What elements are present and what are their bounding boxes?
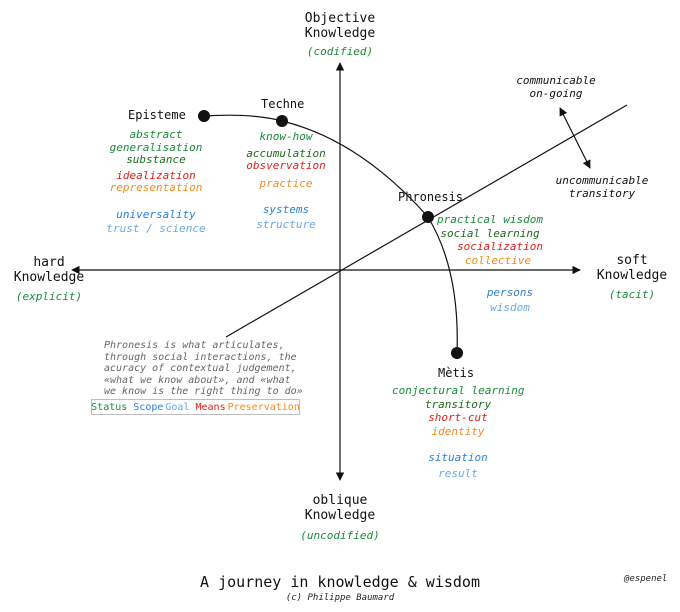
communicable-label: communicable on-going (504, 74, 608, 100)
top-axis-sub: (codified) (306, 45, 374, 58)
metis-terms: conjectural learning transitory short-cu… (392, 384, 524, 480)
metis-title: Mètis (438, 366, 475, 380)
communicable-line2: on-going (529, 87, 583, 100)
phronesis-title: Phronesis (398, 190, 464, 204)
metis-term-conjectural-learning: conjectural learning (392, 384, 525, 397)
phronesis-node (422, 211, 434, 223)
phronesis-term-socialization: socialization (456, 240, 544, 253)
metis-term-identity: identity (431, 424, 485, 438)
episteme-term-universality: universality (116, 207, 196, 221)
episteme-terms: abstract generalisation substance ideali… (100, 128, 212, 236)
legend-goal: Goal (165, 401, 190, 413)
phronesis-note: Phronesis is what articulates, through s… (104, 340, 303, 398)
note-line4: «what we know about», and «what (104, 374, 291, 386)
techne-terms: know-how accumulation obsvervation pract… (240, 130, 332, 231)
right-axis-line1: soft (616, 253, 648, 268)
episteme-term-idealization: idealization (116, 168, 196, 182)
communicability-arrow (559, 107, 591, 169)
metis-term-short-cut: short-cut (428, 411, 488, 424)
techne-term-systems: systems (262, 203, 310, 216)
phronesis-term-persons: persons (486, 286, 534, 299)
color-legend: Status Scope Goal Means Preservation (91, 399, 300, 415)
diagram-credit: (c) Philippe Baumard (285, 593, 395, 603)
techne-term-know-how: know-how (259, 130, 313, 143)
left-axis-line2: Knowledge (13, 270, 85, 285)
left-axis-sub: (explicit) (15, 290, 83, 303)
note-line1: Phronesis is what articulates, (104, 340, 285, 351)
techne-term-practice: practice (259, 176, 313, 190)
right-axis-line2: Knowledge (596, 268, 668, 283)
phronesis-terms: practical wisdom social learning sociali… (436, 213, 544, 267)
bottom-axis-label: oblique Knowledge (uncodified) (290, 493, 390, 543)
top-axis-line2: Knowledge (304, 26, 376, 41)
phronesis-terms-lower: persons wisdom (470, 285, 550, 315)
techne-term-observation: obsvervation (246, 159, 326, 172)
left-axis-line1: hard (33, 255, 65, 270)
bottom-axis-sub: (uncodified) (300, 529, 380, 542)
bottom-axis-line1: oblique (312, 493, 368, 508)
legend-scope: Scope (133, 401, 164, 413)
episteme-term-substance: substance (126, 153, 186, 166)
uncommunicable-line1: uncommunicable (555, 174, 649, 187)
top-axis-line1: Objective (304, 11, 376, 26)
techne-node (276, 115, 288, 127)
metis-node (451, 347, 463, 359)
note-line5: we know is the right thing to do» (104, 386, 303, 397)
phronesis-term-wisdom: wisdom (490, 301, 530, 314)
note-line2: through social interactions, the (104, 351, 297, 363)
bottom-axis-line2: Knowledge (304, 508, 376, 523)
communicable-line1: communicable (516, 74, 596, 87)
note-line3: acuracy of contextual judgement, (104, 363, 297, 374)
phronesis-term-practical-wisdom: practical wisdom (437, 213, 543, 226)
legend-status: Status (91, 401, 128, 413)
episteme-term-trust-science: trust / science (106, 222, 206, 235)
techne-title: Techne (261, 97, 305, 111)
uncommunicable-label: uncommunicable transitory (548, 174, 656, 200)
right-axis-sub: (tacit) (608, 288, 656, 301)
knowledge-journey-curve (203, 114, 458, 354)
episteme-term-abstract: abstract (129, 128, 183, 141)
episteme-node (198, 110, 210, 122)
author-handle: @espenel (624, 574, 668, 584)
metis-term-transitory: transitory (424, 397, 492, 411)
episteme-title: Episteme (128, 108, 186, 122)
metis-term-result: result (438, 466, 478, 480)
legend-preservation: Preservation (227, 401, 300, 413)
phronesis-term-social-learning: social learning (440, 226, 540, 240)
metis-term-situation: situation (428, 451, 488, 464)
right-axis-label: soft Knowledge (tacit) (588, 253, 676, 302)
techne-term-accumulation: accumulation (246, 146, 326, 160)
left-axis-label: hard Knowledge (explicit) (4, 255, 94, 304)
top-axis-label: Objective Knowledge (codified) (290, 11, 390, 59)
uncommunicable-line2: transitory (568, 187, 636, 200)
episteme-term-representation: representation (109, 181, 203, 194)
diagram-title: A journey in knowledge & wisdom (200, 573, 480, 591)
techne-term-structure: structure (256, 217, 316, 231)
episteme-term-generalisation: generalisation (109, 140, 203, 154)
legend-means: Means (195, 401, 226, 413)
phronesis-term-collective: collective (464, 253, 532, 267)
